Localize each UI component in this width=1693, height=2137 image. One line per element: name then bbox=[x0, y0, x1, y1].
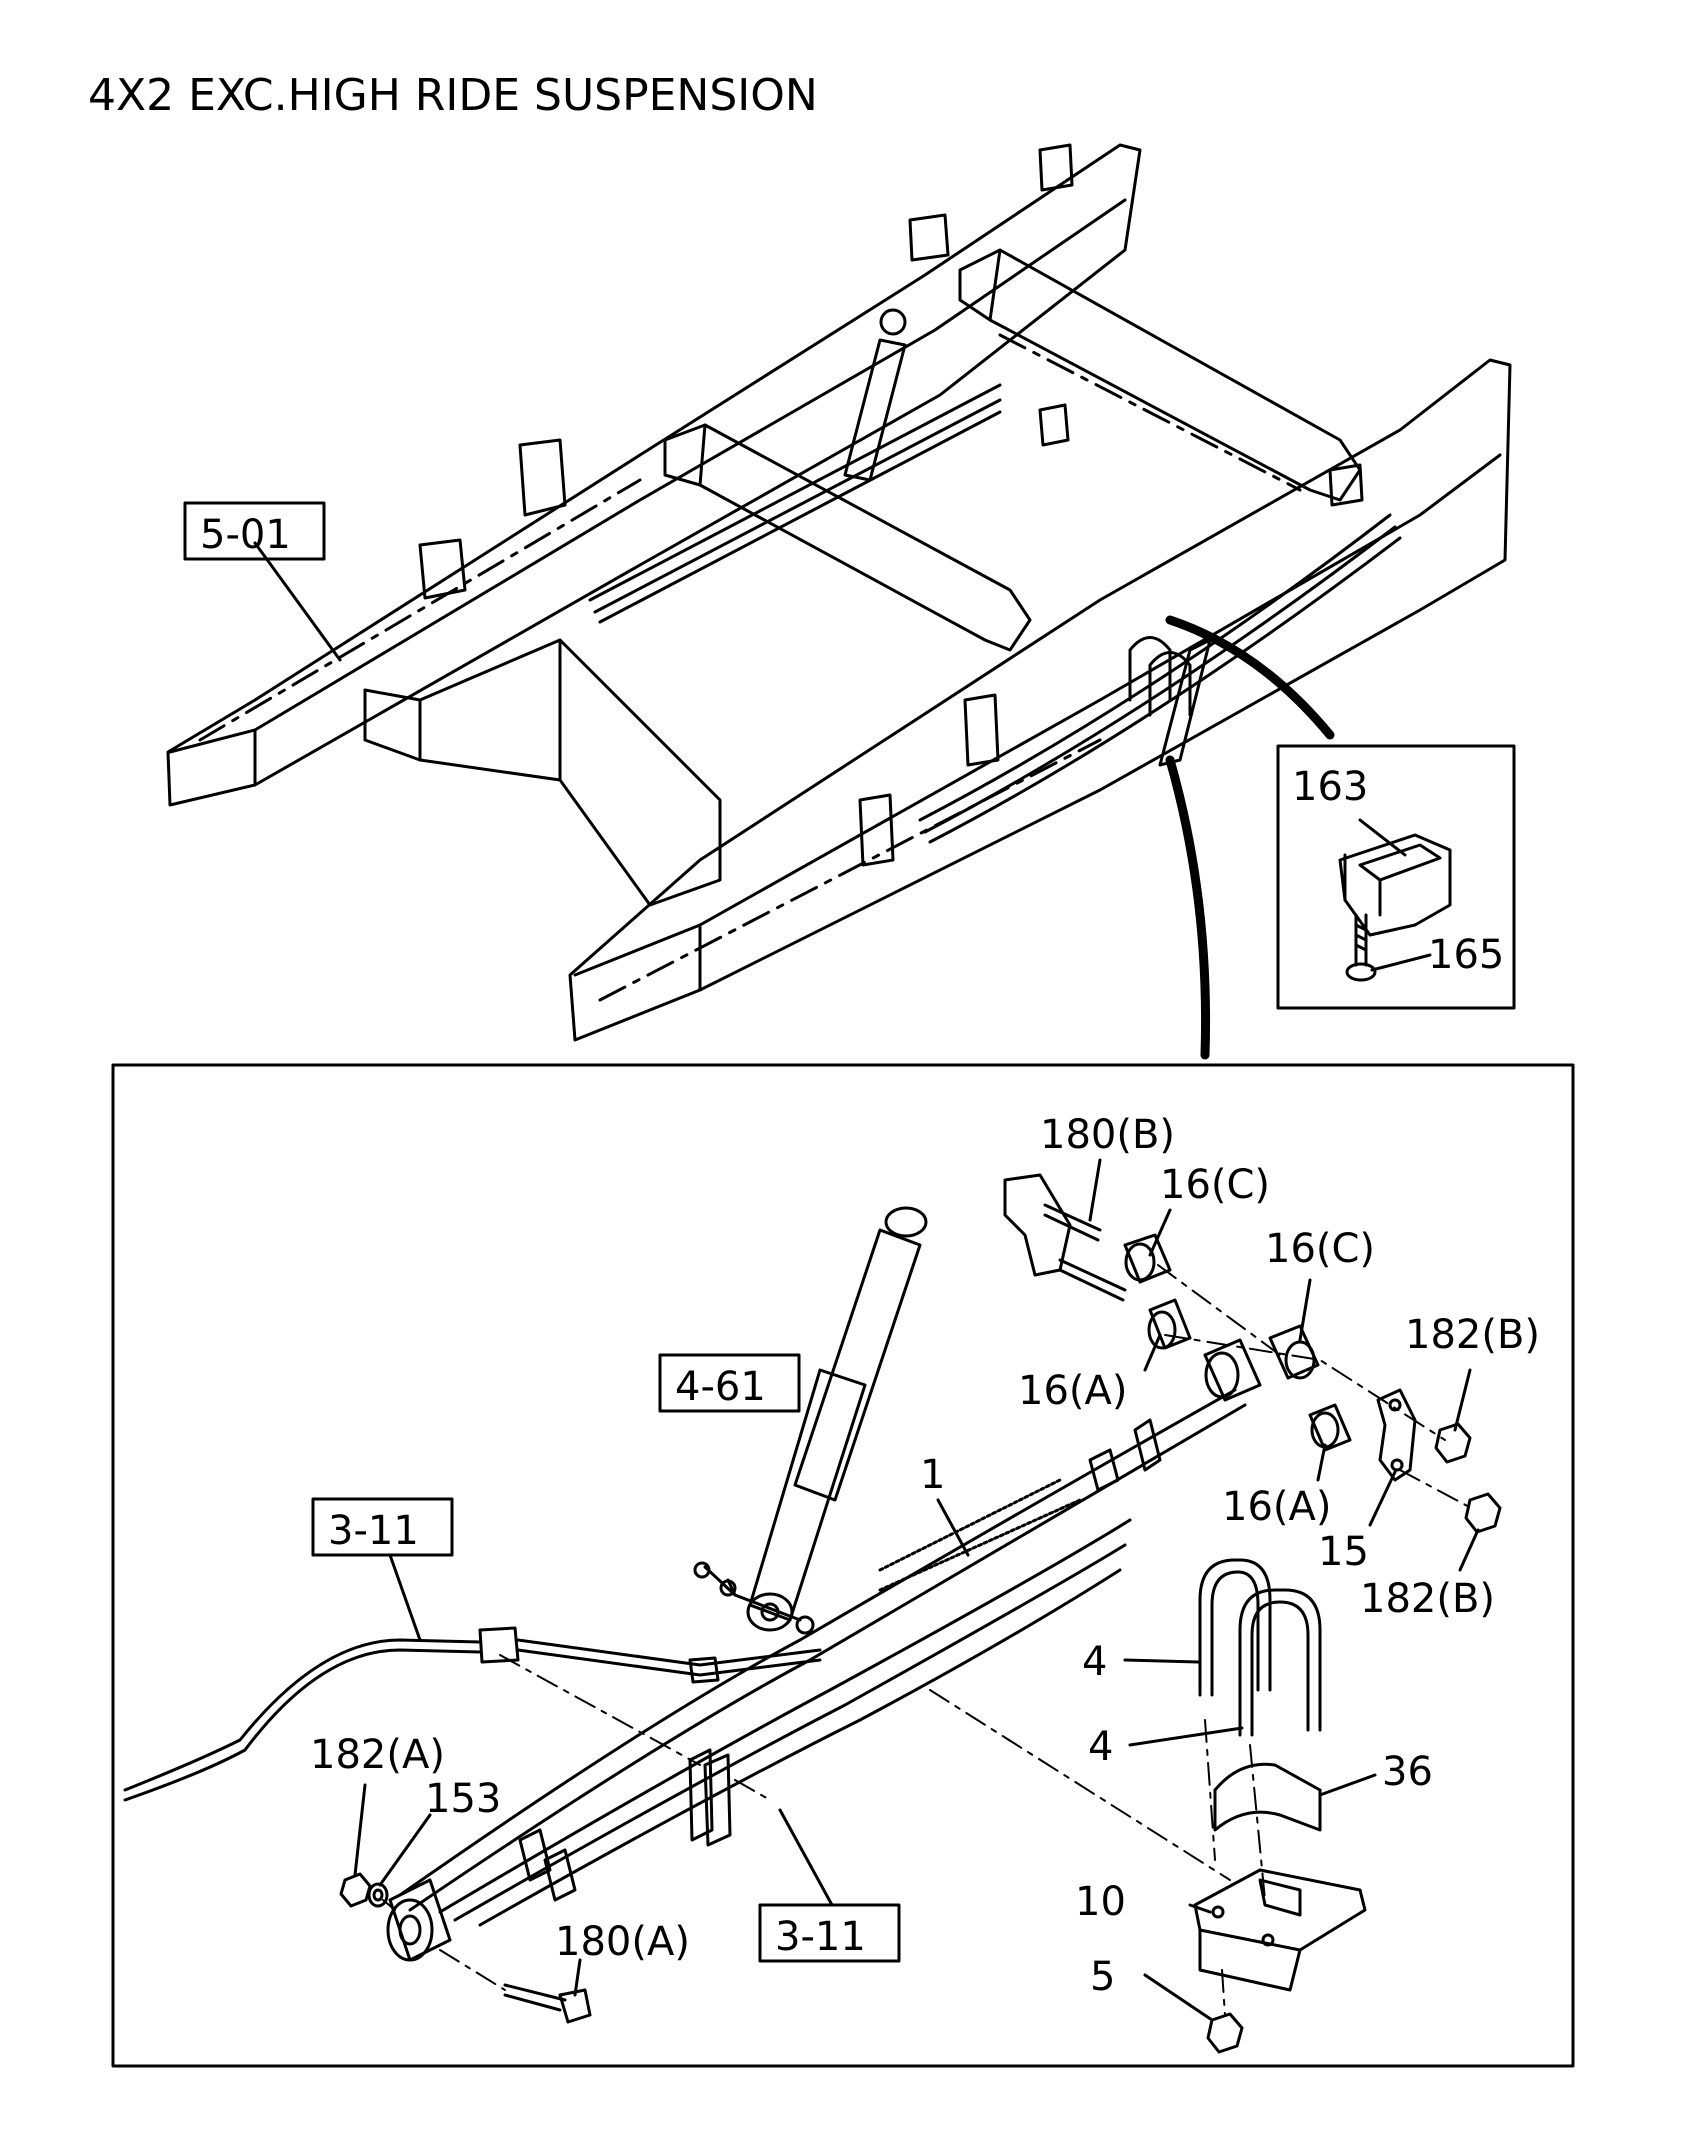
diagram-title: 4X2 EXC.HIGH RIDE SUSPENSION bbox=[88, 70, 818, 121]
part-label-4b: 4 bbox=[1088, 1724, 1113, 1770]
ref-box-3-11b bbox=[758, 1903, 901, 1963]
ref-box-4-61 bbox=[658, 1353, 801, 1413]
nut-182a bbox=[339, 1872, 372, 1908]
leader-3-11b bbox=[778, 1808, 834, 1907]
leader-3-11a bbox=[388, 1553, 422, 1642]
part-label-182b-2: 182(B) bbox=[1360, 1576, 1495, 1622]
leader-153 bbox=[378, 1813, 432, 1887]
detail-arrow-main bbox=[1165, 755, 1211, 1060]
shackle-bracket bbox=[1003, 1173, 1127, 1302]
u-bolt-4a bbox=[1198, 1558, 1272, 1697]
leader-165 bbox=[1370, 953, 1432, 972]
leader-180a bbox=[573, 1958, 582, 1997]
leader-4a bbox=[1123, 1658, 1200, 1664]
nut-182b-1 bbox=[1434, 1422, 1472, 1464]
spacer-36 bbox=[1213, 1762, 1322, 1832]
u-bolt-4b bbox=[1238, 1588, 1322, 1737]
part-label-182b-1: 182(B) bbox=[1405, 1312, 1540, 1358]
shackle-plate-15 bbox=[1376, 1388, 1417, 1482]
chassis-frame bbox=[166, 143, 1512, 1042]
leader-163 bbox=[1358, 818, 1407, 857]
bushing-16a-2 bbox=[1308, 1403, 1352, 1452]
leader-5 bbox=[1143, 1973, 1214, 2022]
leader-15 bbox=[1368, 1470, 1397, 1527]
leader-16a-2 bbox=[1316, 1443, 1327, 1482]
ref-label-3-11b: 3-11 bbox=[775, 1914, 866, 1960]
part-label-165: 165 bbox=[1428, 932, 1504, 978]
part-label-180b: 180(B) bbox=[1040, 1112, 1175, 1158]
ref-label-4-61: 4-61 bbox=[675, 1364, 766, 1410]
detail-arrow-163 bbox=[1165, 615, 1335, 740]
nut-5 bbox=[1206, 2012, 1244, 2054]
part-label-16a-2: 16(A) bbox=[1222, 1484, 1331, 1530]
washer-153 bbox=[367, 1882, 389, 1908]
bolt-165 bbox=[1345, 913, 1377, 982]
ref-label-5-01: 5-01 bbox=[200, 512, 291, 558]
leader-182a bbox=[353, 1783, 367, 1877]
spring-seat-10 bbox=[1193, 1868, 1367, 1992]
ref-box-3-11a bbox=[311, 1497, 454, 1557]
part-label-16c-2: 16(C) bbox=[1265, 1226, 1375, 1272]
ref-box-5-01 bbox=[183, 501, 326, 561]
ref-label-3-11a: 3-11 bbox=[328, 1508, 419, 1554]
part-label-1: 1 bbox=[920, 1452, 945, 1498]
part-label-163: 163 bbox=[1292, 764, 1368, 810]
part-label-10: 10 bbox=[1075, 1879, 1126, 1925]
part-label-15: 15 bbox=[1318, 1529, 1369, 1575]
detail-box bbox=[111, 1063, 1575, 2068]
leaf-spring-1 bbox=[398, 1388, 1247, 1927]
leader-16a-1 bbox=[1143, 1333, 1162, 1372]
part-label-16a-1: 16(A) bbox=[1018, 1368, 1127, 1414]
brake-hose bbox=[123, 1626, 822, 1802]
part-label-153: 153 bbox=[425, 1776, 501, 1822]
leader-180b bbox=[1088, 1158, 1102, 1222]
leader-182b-2 bbox=[1458, 1528, 1480, 1572]
part-label-5: 5 bbox=[1090, 1954, 1115, 2000]
front-eye-bushing bbox=[386, 1878, 452, 1962]
bushing-16a-1 bbox=[1147, 1298, 1192, 1350]
leader-16c-2 bbox=[1298, 1278, 1312, 1342]
leader-16c-1 bbox=[1148, 1208, 1172, 1257]
bolt-180a bbox=[503, 1983, 592, 2024]
leader-1 bbox=[936, 1498, 970, 1557]
leader-5-01 bbox=[253, 541, 342, 662]
leader-182b-1 bbox=[1453, 1368, 1472, 1432]
part-label-182a: 182(A) bbox=[310, 1732, 445, 1778]
leader-4-61 bbox=[703, 1565, 802, 1622]
part-label-36: 36 bbox=[1382, 1749, 1433, 1795]
part-label-180a: 180(A) bbox=[555, 1919, 690, 1965]
part-label-4a: 4 bbox=[1082, 1639, 1107, 1685]
leader-10 bbox=[1188, 1903, 1212, 1914]
shock-absorber bbox=[746, 1206, 928, 1632]
part-label-16c-1: 16(C) bbox=[1160, 1162, 1270, 1208]
nut-182b-2 bbox=[1464, 1492, 1502, 1534]
leader-36 bbox=[1318, 1773, 1377, 1797]
leader-4b bbox=[1128, 1726, 1244, 1747]
bushing-16c-1 bbox=[1123, 1233, 1172, 1284]
inset-box bbox=[1276, 744, 1516, 1010]
